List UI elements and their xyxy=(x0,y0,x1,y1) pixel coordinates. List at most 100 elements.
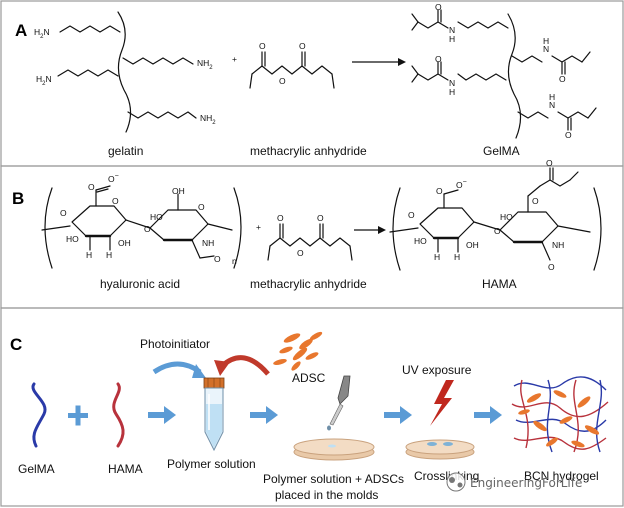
ha-oh2: OH xyxy=(172,186,185,196)
gelma-n4: N xyxy=(549,100,555,110)
hama-o5: O xyxy=(546,158,553,168)
gelma-o2: O xyxy=(559,74,566,84)
label-anhydride-a: methacrylic anhydride xyxy=(250,144,367,158)
h2n-lower: H2N xyxy=(36,74,52,87)
ha-o5: O xyxy=(198,202,205,212)
polymer-tube xyxy=(203,377,225,452)
watermark: EngineeringForLife xyxy=(446,472,582,492)
hama-o1: O xyxy=(408,210,415,220)
gelma-n2: N xyxy=(543,44,549,54)
ha-ho1: HO xyxy=(66,234,79,244)
reaction-arrow-b xyxy=(354,226,386,234)
uv-bolt-icon xyxy=(430,380,454,426)
gelma-h1: H xyxy=(449,34,455,44)
reaction-arrow-a xyxy=(352,58,406,66)
nh2-upper: NH2 xyxy=(197,58,213,71)
hama-oh: OH xyxy=(466,240,479,250)
watermark-text: EngineeringForLife xyxy=(470,476,582,490)
label-gelatin: gelatin xyxy=(108,144,143,158)
gelma-strand xyxy=(31,382,47,448)
nh2-lower: NH2 xyxy=(200,113,216,126)
arrow-1 xyxy=(148,406,176,424)
panel-b-letter: B xyxy=(12,189,24,208)
anh-b-o2: O xyxy=(317,213,324,223)
gelma-structure: O N H O N H O N H O N H xyxy=(411,2,597,140)
label-uv-exposure: UV exposure xyxy=(402,363,472,377)
ha-o1: O xyxy=(60,208,67,218)
hama-ominus: O− xyxy=(456,179,467,190)
arrow-4 xyxy=(474,406,502,424)
gelma-o1: O xyxy=(435,2,442,12)
anh-b-o1: O xyxy=(277,213,284,223)
mold-dish-2 xyxy=(405,439,475,460)
label-gelma-c: GelMA xyxy=(18,462,55,476)
ha-o4: O xyxy=(144,224,151,234)
hyaluronic-acid-structure: O O O− O HO OH H H O OH HO O NH O n xyxy=(41,173,242,269)
h2n-top: H2N xyxy=(34,27,50,40)
hama-ho1: HO xyxy=(414,236,427,246)
gelatin-structure: H2N NH2 H2N NH2 xyxy=(34,11,216,133)
ha-oh1: OH xyxy=(118,238,131,248)
mold-dish-1 xyxy=(293,438,375,461)
arrow-2 xyxy=(250,406,278,424)
label-adsc: ADSC xyxy=(292,371,326,385)
label-anhydride-b: methacrylic anhydride xyxy=(250,277,367,291)
plus-a: + xyxy=(232,54,237,64)
adsc-arrow xyxy=(214,355,270,376)
ha-ho2: HO xyxy=(150,212,163,222)
hama-nh: NH xyxy=(552,240,564,250)
label-hama: HAMA xyxy=(482,277,517,291)
label-hyaluronic-acid: hyaluronic acid xyxy=(100,277,180,291)
pipette xyxy=(327,375,351,431)
hama-structure: O O O− HO OH H H O HO O O NH O xyxy=(389,158,602,272)
hama-o4: O xyxy=(532,196,539,206)
gelma-h3: H xyxy=(449,87,455,97)
anhydride-structure-b: O O O xyxy=(267,213,353,261)
label-hama-c: HAMA xyxy=(108,462,143,476)
gelma-n1: N xyxy=(449,25,455,35)
ha-o2: O xyxy=(88,182,95,192)
ha-nh: NH xyxy=(202,238,214,248)
gelma-o4: O xyxy=(565,130,572,140)
ha-ominus: O− xyxy=(108,173,119,184)
ha-n: n xyxy=(232,256,237,266)
anhydride-structure-a: O O O xyxy=(249,41,335,89)
hama-o3: O xyxy=(494,226,501,236)
hama-h2: H xyxy=(454,252,460,262)
bcn-embedded-cells xyxy=(518,390,600,448)
o-bridge: O xyxy=(279,76,286,86)
ha-o6: O xyxy=(214,254,221,264)
label-molds-line1: Polymer solution + ADSCs xyxy=(263,472,404,486)
plus-b: + xyxy=(256,222,261,232)
panel-c-letter: C xyxy=(10,335,22,354)
ha-h1: H xyxy=(86,250,92,260)
panel-a-frame xyxy=(0,0,624,167)
label-molds-line2: placed in the molds xyxy=(275,488,378,502)
photoinitiator-arrow xyxy=(152,361,206,378)
hama-o2: O xyxy=(436,186,443,196)
bcn-hydrogel-network xyxy=(511,376,609,453)
ha-o3: O xyxy=(112,196,119,206)
panel-a-letter: A xyxy=(15,21,27,40)
plus-sign-c xyxy=(68,405,88,426)
hama-h1: H xyxy=(434,252,440,262)
gelma-n3: N xyxy=(449,78,455,88)
gelma-o3: O xyxy=(435,54,442,64)
gelma-h4: H xyxy=(549,92,555,102)
label-photoinitiator: Photoinitiator xyxy=(140,337,210,351)
label-polymer-solution: Polymer solution xyxy=(167,457,256,471)
hama-o6: O xyxy=(548,262,555,272)
ha-h2: H xyxy=(106,250,112,260)
gelma-h2: H xyxy=(543,36,549,46)
hama-strand xyxy=(112,382,125,448)
o-1: O xyxy=(259,41,266,51)
label-bcn-hydrogel: BCN hydrogel xyxy=(524,469,599,483)
anh-b-o3: O xyxy=(297,248,304,258)
arrow-3 xyxy=(384,406,412,424)
panel-c-frame xyxy=(0,307,624,507)
o-2: O xyxy=(299,41,306,51)
label-gelma: GelMA xyxy=(483,144,520,158)
adsc-cells xyxy=(273,331,323,371)
